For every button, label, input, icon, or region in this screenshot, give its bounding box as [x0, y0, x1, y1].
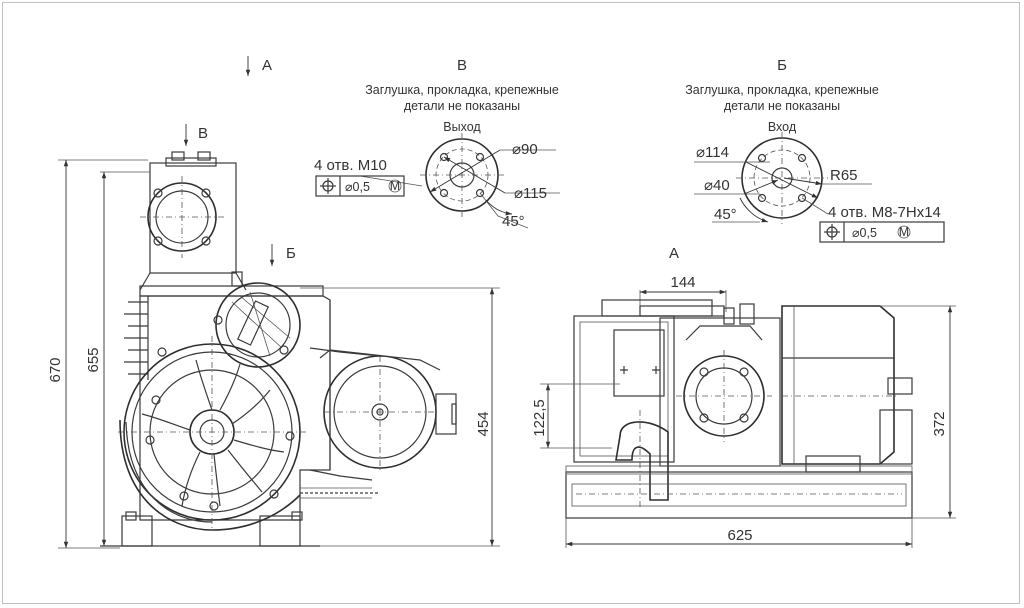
- detail-b-note-1: Заглушка, прокладка, крепежные: [685, 83, 879, 97]
- detail-b: Б Заглушка, прокладка, крепежные детали …: [685, 57, 945, 243]
- side-view: А В Б: [47, 56, 500, 549]
- view-b-label: Б: [286, 245, 296, 262]
- detail-v-caption: Выход: [443, 120, 481, 134]
- dim-625: 625: [727, 527, 752, 544]
- inlet-elbow: [615, 421, 669, 501]
- detail-v-tolerance: ⌀0,5: [345, 180, 370, 194]
- motor-housing: [781, 305, 895, 465]
- detail-v-dia-115: ⌀115: [514, 185, 547, 202]
- gearbox: [659, 317, 781, 467]
- detail-b-title: Б: [777, 57, 787, 74]
- pump-casing: [139, 295, 331, 521]
- detail-v-angle: 45°: [502, 213, 525, 230]
- front-view-label: А: [669, 245, 679, 262]
- detail-b-holes: 4 отв. М8-7Hх14: [828, 204, 941, 221]
- detail-b-radius: R65: [830, 167, 858, 184]
- detail-b-tolerance-frame: [819, 221, 945, 243]
- base-frame: [565, 471, 913, 519]
- detail-v-note-1: Заглушка, прокладка, крепежные: [365, 83, 559, 97]
- dim-122: 122,5: [531, 399, 548, 437]
- outlet-body: [149, 162, 237, 274]
- dim-655: 655: [85, 347, 102, 372]
- cooling-fins: [124, 296, 149, 380]
- detail-v-tolerance-mod: M: [390, 179, 400, 193]
- fan-spokes: [141, 359, 285, 507]
- dim-372: 372: [931, 411, 948, 436]
- detail-v-dia-90: ⌀90: [512, 141, 538, 158]
- detail-v-tolerance-frame: [315, 175, 405, 197]
- detail-v-title: В: [457, 57, 467, 74]
- detail-b-note-2: детали не показаны: [724, 99, 840, 113]
- view-a-label: А: [262, 57, 272, 74]
- detail-b-angle: 45°: [714, 206, 737, 223]
- front-view: А 144: [531, 245, 956, 548]
- dim-144: 144: [670, 274, 695, 291]
- detail-v-holes: 4 отв. М10: [314, 157, 387, 174]
- detail-b-dia-114: ⌀114: [696, 144, 729, 161]
- detail-b-caption: Вход: [768, 120, 797, 134]
- detail-b-tolerance-mod: M: [899, 225, 909, 239]
- view-v-label: В: [198, 125, 208, 142]
- detail-v: В Заглушка, прокладка, крепежные детали …: [314, 57, 560, 230]
- detail-b-dia-40: ⌀40: [704, 177, 730, 194]
- dim-454: 454: [475, 411, 492, 436]
- detail-b-tolerance: ⌀0,5: [852, 226, 877, 240]
- pump-unit-box: [573, 315, 675, 463]
- dim-670: 670: [47, 357, 64, 382]
- detail-v-note-2: детали не показаны: [404, 99, 520, 113]
